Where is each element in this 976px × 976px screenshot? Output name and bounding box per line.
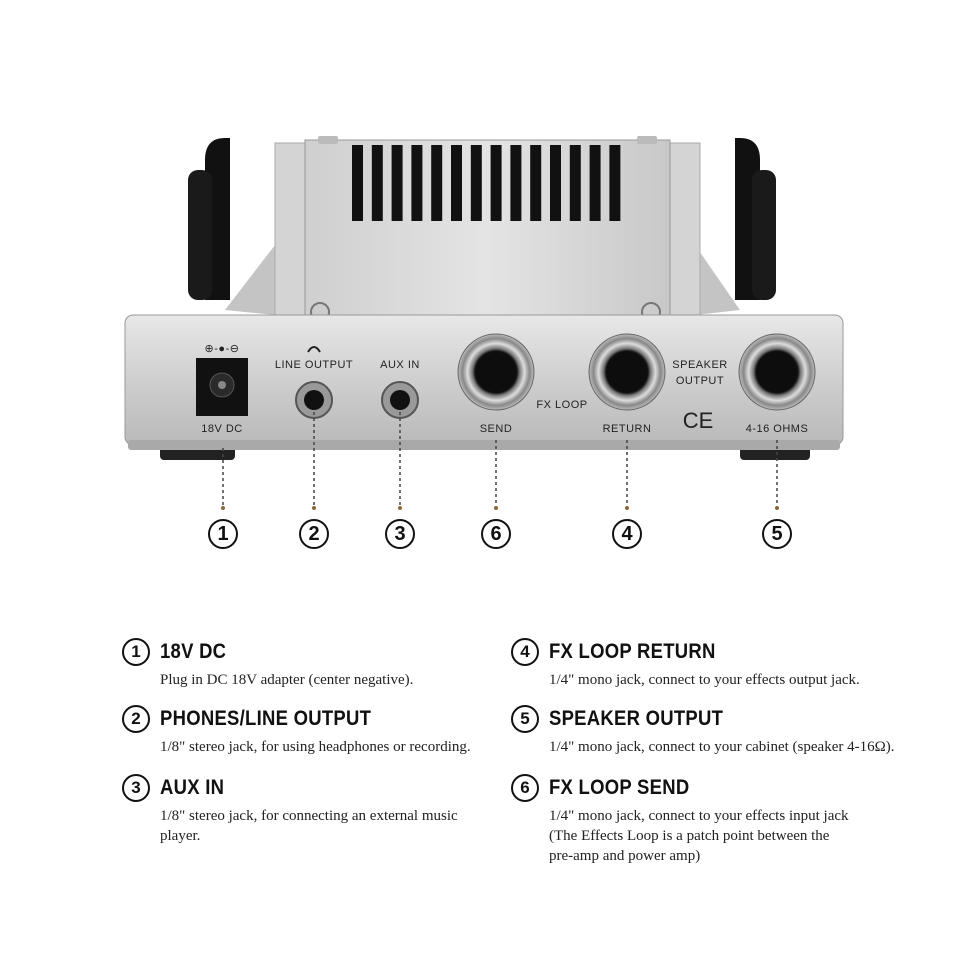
headphone-icon xyxy=(307,346,321,353)
legend-number: 1 xyxy=(122,638,150,666)
legend-description: 1/4" mono jack, connect to your effects … xyxy=(549,672,860,688)
right-side-wing xyxy=(695,245,740,315)
amp-back-panel-illustration: ⊕-●-⊖ 18V DC LINE OUTPUT AUX IN SEND FX … xyxy=(124,136,844,510)
vent-slot xyxy=(470,145,482,221)
legend-item-2: 2 PHONES/LINE OUTPUT 1/8" stereo jack, fo… xyxy=(122,705,502,757)
aux-in-label: AUX IN xyxy=(380,359,420,371)
legend-item-5: 5 SPEAKER OUTPUT 1/4" mono jack, connect … xyxy=(511,705,931,757)
legend-item-4: 4 FX LOOP RETURN 1/4" mono jack, connect … xyxy=(511,638,911,690)
left-side-wing xyxy=(225,245,275,315)
legend-title: FX LOOP SEND xyxy=(549,776,690,799)
leader-lines xyxy=(222,412,778,508)
svg-text:⊕-●-⊖: ⊕-●-⊖ xyxy=(205,343,240,355)
vent-slot xyxy=(431,145,443,221)
legend-description: Plug in DC 18V adapter (center negative)… xyxy=(160,672,414,688)
legend-number: 6 xyxy=(511,774,539,802)
top-tab xyxy=(318,136,338,144)
legend-number: 2 xyxy=(122,705,150,733)
callout-6: 6 xyxy=(481,519,511,549)
legend-title: FX LOOP RETURN xyxy=(549,640,716,663)
callout-3: 3 xyxy=(385,519,415,549)
brushed-plate xyxy=(304,139,671,329)
legend-title: AUX IN xyxy=(160,776,225,799)
line-output-label: LINE OUTPUT xyxy=(275,359,353,371)
callout-2: 2 xyxy=(299,519,329,549)
aux-in-jack[interactable] xyxy=(381,381,419,419)
legend-title: 18V DC xyxy=(160,640,227,663)
fx-return-jack[interactable] xyxy=(588,333,666,411)
callout-4: 4 xyxy=(612,519,642,549)
vent-slot xyxy=(510,145,522,221)
legend-description: 1/4" mono jack, connect to your cabinet … xyxy=(549,739,895,755)
vent-slot xyxy=(550,145,561,221)
panel-base xyxy=(128,440,840,450)
speaker-label-line2: OUTPUT xyxy=(676,375,724,387)
vent-slot xyxy=(451,145,462,221)
legend-number: 3 xyxy=(122,774,150,802)
fx-loop-label: FX LOOP xyxy=(536,399,587,411)
speaker-output-jack[interactable] xyxy=(738,333,816,411)
vent-slot xyxy=(530,145,542,221)
speaker-label-line1: SPEAKER xyxy=(672,359,727,371)
legend-description: 1/4" mono jack, connect to your effects … xyxy=(549,808,849,864)
callout-1: 1 xyxy=(208,519,238,549)
return-label: RETURN xyxy=(603,423,652,435)
legend-item-6: 6 FX LOOP SEND 1/4" mono jack, connect to… xyxy=(511,774,911,866)
fx-send-jack[interactable] xyxy=(457,333,535,411)
right-handle xyxy=(735,138,776,300)
vent-slot xyxy=(569,145,581,221)
dc-label: 18V DC xyxy=(201,423,243,435)
vent-slot xyxy=(391,145,403,221)
leader-dots xyxy=(221,506,779,510)
vent-slots xyxy=(352,145,621,221)
top-tab xyxy=(637,136,657,144)
legend-description: 1/8" stereo jack, for using headphones o… xyxy=(160,739,471,755)
vent-slot xyxy=(589,145,601,221)
legend-title: PHONES/LINE OUTPUT xyxy=(160,707,372,730)
ohms-label: 4-16 OHMS xyxy=(746,423,809,435)
send-label: SEND xyxy=(480,423,513,435)
vent-slot xyxy=(411,145,423,221)
vent-slot xyxy=(371,145,383,221)
vent-slot xyxy=(490,145,502,221)
legend-item-3: 3 AUX IN 1/8" stereo jack, for connecting… xyxy=(122,774,502,846)
vent-slot xyxy=(609,145,621,221)
ce-mark: CE xyxy=(683,408,714,433)
legend-title: SPEAKER OUTPUT xyxy=(549,707,724,730)
vent-slot xyxy=(352,145,363,221)
callout-5: 5 xyxy=(762,519,792,549)
legend-item-1: 1 18V DC Plug in DC 18V adapter (center n… xyxy=(122,638,502,690)
left-handle xyxy=(188,138,230,300)
legend-number: 4 xyxy=(511,638,539,666)
legend-number: 5 xyxy=(511,705,539,733)
dc-power-jack: ⊕-●-⊖ xyxy=(196,343,248,416)
legend-description: 1/8" stereo jack, for connecting an exte… xyxy=(160,808,458,844)
